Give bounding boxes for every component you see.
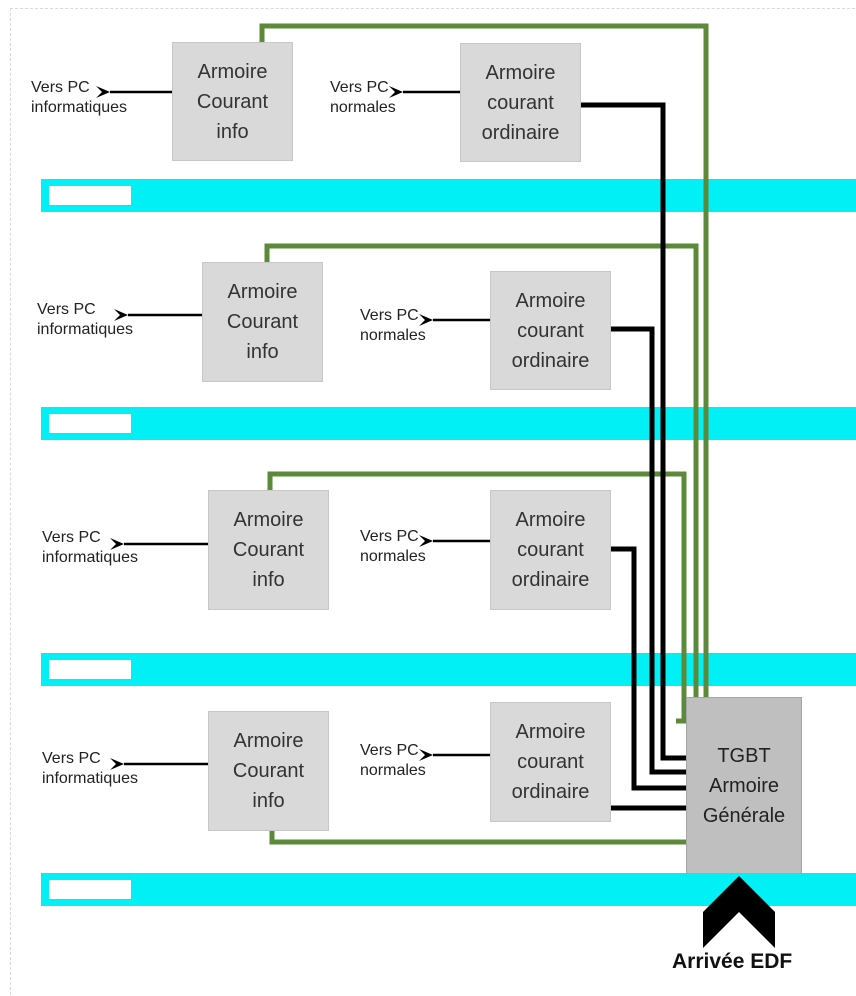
info-label-2: Vers PC informatiques	[37, 301, 134, 338]
normal-wires	[580, 102, 686, 811]
normal-label-3: Vers PC normales	[360, 528, 426, 565]
floor-slot	[49, 186, 131, 205]
normal-wire-floor-1	[580, 102, 686, 761]
normal-cabinet-3: Armoire courant ordinaire	[490, 490, 611, 610]
floor-bar-3	[41, 653, 856, 686]
normal-cabinet-4: Armoire courant ordinaire	[490, 702, 611, 822]
info-cabinet-1: Armoire Courant info	[172, 42, 293, 161]
edf-supply-label: Arrivée EDF	[672, 950, 793, 973]
floor-slot	[49, 880, 131, 899]
normal-wire-floor-3	[611, 546, 686, 791]
info-wires	[259, 23, 709, 845]
info-wire-floor-1	[259, 23, 709, 697]
normal-cabinet-2: Armoire courant ordinaire	[490, 271, 611, 390]
info-cabinet-4: Armoire Courant info	[208, 711, 329, 831]
normal-wire-floor-2	[611, 326, 686, 775]
floor-slot	[49, 414, 131, 433]
info-label-4: Vers PC informatiques	[42, 750, 139, 787]
normal-label-1: Vers PC normales	[330, 79, 396, 116]
normal-cabinet-1: Armoire courant ordinaire	[460, 43, 581, 162]
info-wire-floor-2	[264, 243, 699, 705]
info-wire-floor-4	[269, 831, 686, 845]
normal-label-2: Vers PC normales	[360, 307, 426, 344]
info-label-1: Vers PC informatiques	[31, 79, 128, 116]
edf-chevron-icon	[703, 876, 775, 948]
normal-label-4: Vers PC normales	[360, 742, 426, 779]
floor-slot	[49, 660, 131, 679]
floor-bar-1	[41, 179, 856, 212]
info-label-3: Vers PC informatiques	[42, 529, 139, 566]
info-wire-floor-3	[267, 471, 687, 721]
floor-bar-2	[41, 407, 856, 440]
tgbt-main-cabinet: TGBT Armoire Générale	[686, 697, 802, 874]
diagram-frame	[10, 8, 855, 995]
info-cabinet-2: Armoire Courant info	[202, 262, 323, 382]
info-cabinet-3: Armoire Courant info	[208, 490, 329, 610]
pc-arrows	[96, 86, 490, 770]
